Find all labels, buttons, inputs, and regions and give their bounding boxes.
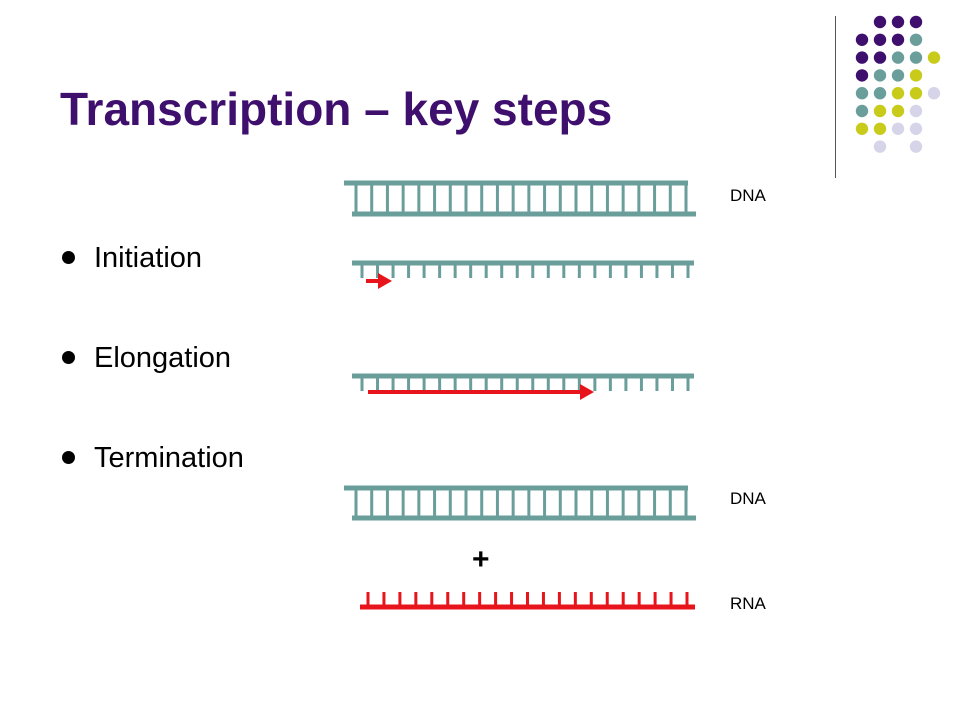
logo-divider-line [835,16,836,178]
logo-dot [855,33,869,46]
logo-dot [891,122,905,135]
logo-dot [855,104,869,118]
rna-strand-released [360,592,695,610]
logo-dot [873,104,887,118]
logo-dot [909,69,923,82]
bullet-dot-icon [62,351,75,364]
logo-dot [891,104,905,118]
dna-double-strand-top [344,180,696,217]
logo-dot [873,33,887,46]
logo-dot [873,51,887,64]
logo-dot [909,33,923,46]
rna-arrow-initiation-icon [366,273,392,289]
dna-label-top: DNA [730,186,766,205]
logo-dot [909,140,923,153]
logo-dot [891,87,905,100]
logo-dot [909,15,923,29]
rna-label: RNA [730,594,766,613]
arrow-head [580,384,594,400]
logo-dot [891,15,905,29]
logo-dot [873,122,887,135]
logo-dot [873,15,887,29]
bullet-label-elongation: Elongation [94,342,232,374]
logo-dot [873,69,887,82]
logo-dot [855,122,869,135]
logo-dot [855,69,869,82]
dna-label-bottom: DNA [730,489,766,508]
bullet-label-termination: Termination [94,442,244,474]
bullet-termination: Termination [60,436,244,536]
dna-double-strand-bottom [344,485,696,521]
rna-arrow-elongation-icon [368,384,594,400]
bullet-initiation: Initiation [60,236,244,336]
logo-dot [909,122,923,135]
plus-sign: + [472,543,490,576]
logo-dot [927,51,941,64]
logo-dot [927,87,941,100]
logo-dot [855,51,869,64]
logo-dot [891,51,905,64]
bullet-dot-icon [62,251,75,264]
bullet-label-initiation: Initiation [94,242,203,274]
logo-dot [855,87,869,100]
bullet-list: Initiation Elongation Termination [60,236,244,536]
dna-template-strand-elongation [352,373,694,391]
slide-title: Transcription – key steps [60,83,613,135]
bullet-dot-icon [62,451,75,464]
logo-dot [909,51,923,64]
logo-dot [873,140,887,153]
dna-template-strand-initiation [352,260,694,278]
logo-dot [909,104,923,118]
logo-dot [891,69,905,82]
arrow-head [378,273,392,289]
bullet-elongation: Elongation [60,336,244,436]
logo-dot [873,87,887,100]
logo-dot [891,33,905,46]
logo-dot [909,87,923,100]
